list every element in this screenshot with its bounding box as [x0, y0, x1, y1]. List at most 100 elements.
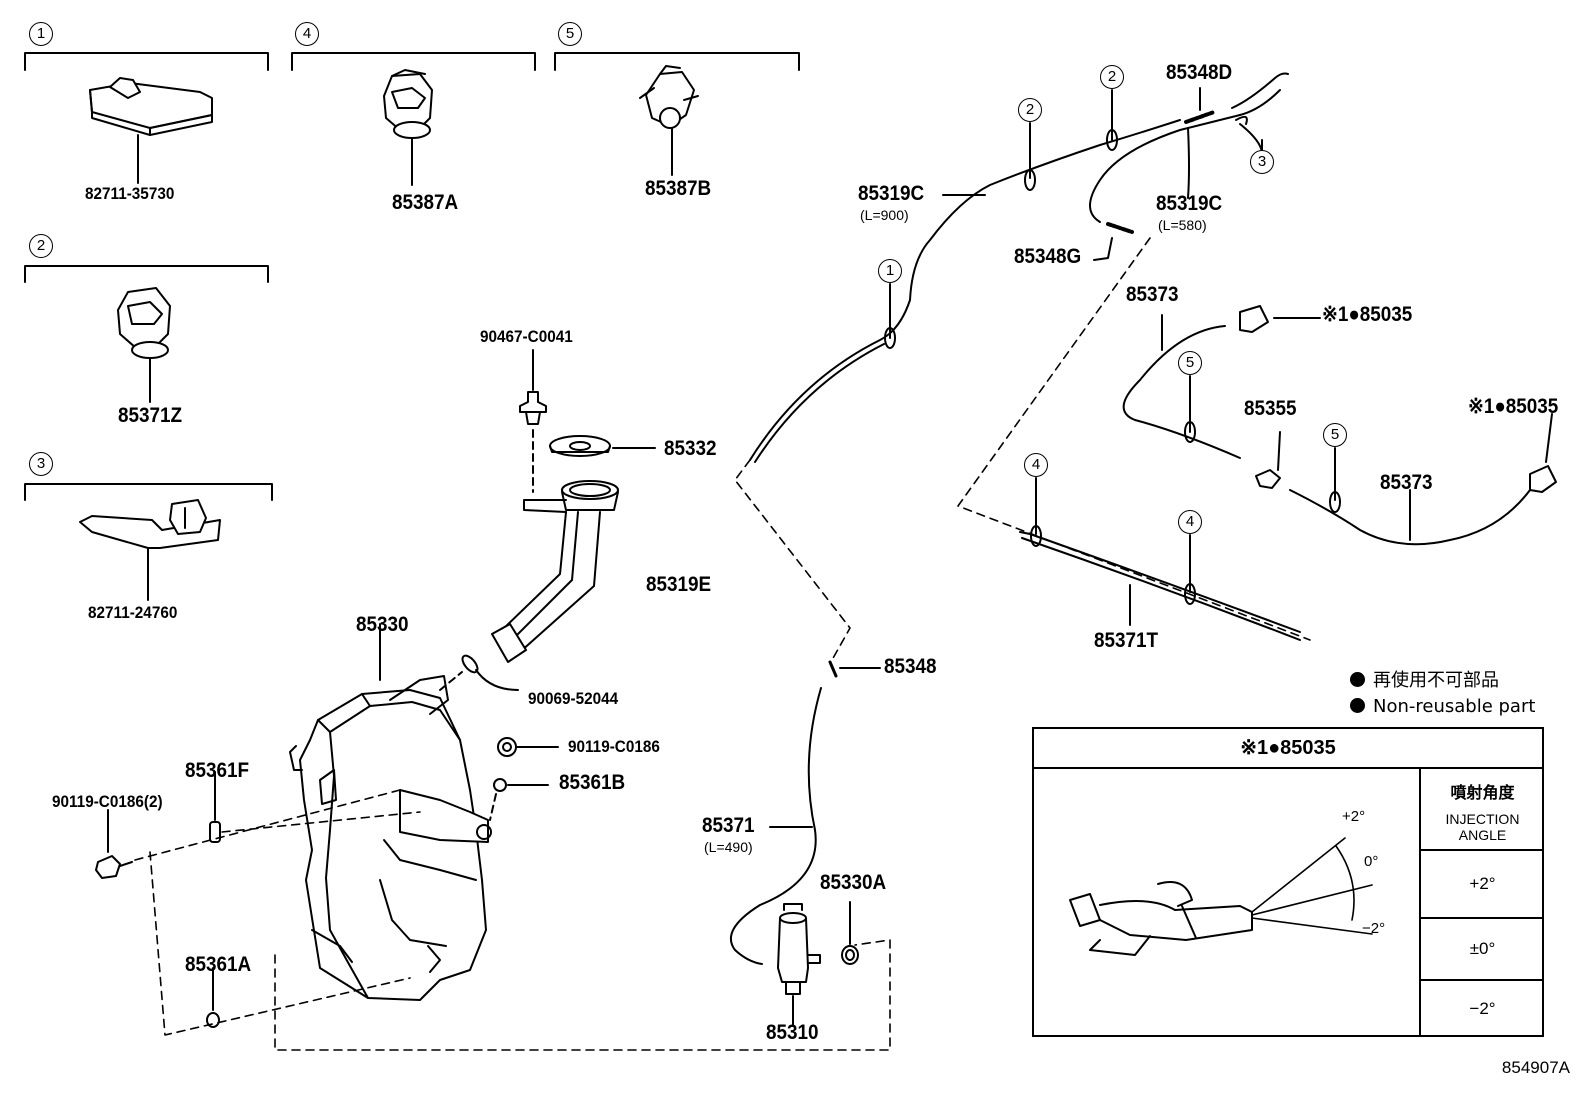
part-length-85319c-long: (L=900): [860, 207, 909, 223]
callout-5-a: 5: [1178, 351, 1202, 375]
hose-85373-lower-icon: [1289, 489, 1531, 546]
filler-pipe-icon: [491, 480, 619, 663]
filler-cap-icon: [549, 435, 656, 457]
injection-angle-header-jp: 噴射角度: [1450, 783, 1515, 802]
callout-2-b: 2: [1100, 65, 1124, 89]
injection-angle-row-2: ±0°: [1421, 917, 1544, 979]
legend-en: Non-reusable part: [1350, 698, 1535, 716]
injection-angle-row-3: −2°: [1421, 979, 1544, 1037]
callout-4-a: 4: [1024, 453, 1048, 477]
angle-label-zero: 0°: [1364, 853, 1379, 870]
part-label-85319e: 85319E: [646, 573, 712, 596]
bushing-a-icon: [206, 967, 220, 1028]
callout-4-b: 4: [1178, 510, 1202, 534]
part-label-85310: 85310: [766, 1021, 819, 1044]
filled-dot-icon: [1350, 698, 1365, 713]
part-label-82711-24760: 82711-24760: [88, 603, 178, 622]
clip-bracket-icon: [89, 77, 213, 184]
washer-tank-icon: [289, 623, 492, 1001]
route-dash-lines: [734, 237, 1311, 661]
injection-angle-drawing: [1069, 837, 1373, 956]
part-label-85330: 85330: [356, 613, 409, 636]
part-label-90119-c0186-2: 90119-C0186(2): [52, 792, 163, 811]
hose-clip-rings: [884, 129, 1341, 605]
angle-label-plus2: +2°: [1342, 808, 1366, 825]
nozzle-lower-icon: [1529, 413, 1557, 493]
injection-angle-header-en-2: ANGLE: [1458, 827, 1507, 843]
part-label-90119-c0186: 90119-C0186: [568, 737, 660, 756]
part-label-85319c-short: 85319C: [1156, 192, 1223, 215]
part-label-90069: 90069-52044: [528, 689, 619, 708]
part-label-85348: 85348: [884, 655, 937, 678]
part-label-85330a: 85330A: [820, 871, 887, 894]
washer-pump-icon: [777, 903, 821, 1027]
o-ring-icon: [439, 654, 519, 691]
part-label-85319c-long: 85319C: [858, 182, 925, 205]
part-label-85035-lower: ※1●85035: [1468, 395, 1559, 418]
part-label-90467: 90467-C0041: [480, 327, 573, 346]
part-label-85361f: 85361F: [185, 759, 250, 782]
part-label-85373-upper: 85373: [1126, 283, 1179, 306]
clip-plate-icon: [79, 499, 221, 601]
callout-3: 3: [1250, 150, 1274, 174]
joint-85348-icon: [828, 660, 881, 678]
part-label-85371t: 85371T: [1094, 629, 1159, 652]
push-clip-icon: [519, 349, 547, 493]
hose-85319c-long-icon: [749, 119, 1181, 463]
hose-85371t-icon: [1019, 531, 1301, 641]
callout-2-a: 2: [1018, 98, 1042, 122]
part-label-85348g: 85348G: [1014, 245, 1082, 268]
angle-label-minus2: −2°: [1362, 920, 1386, 937]
legend-en-text: Non-reusable part: [1373, 696, 1536, 717]
injection-angle-header: 噴射角度 INJECTION ANGLE: [1421, 769, 1544, 849]
part-label-85361a: 85361A: [185, 953, 252, 976]
injection-angle-column: 噴射角度 INJECTION ANGLE +2° ±0° −2°: [1419, 769, 1544, 1035]
joint-85348d-icon: [1184, 87, 1216, 124]
hose-85319c-short-icon: [1089, 72, 1289, 223]
hose-85373-upper-icon: [1122, 314, 1241, 459]
nozzle-upper-icon: [1239, 305, 1321, 333]
part-label-85348d: 85348D: [1166, 61, 1233, 84]
inset-key-2: 2: [29, 234, 53, 258]
injection-angle-table: ※1●85035 噴射角度 INJECTION ANGLE +2° ±0° −2…: [1032, 727, 1544, 1037]
part-label-85371: 85371: [702, 814, 755, 837]
hose-clamp-c-icon: [117, 287, 171, 403]
pump-grommet-icon: [841, 901, 859, 965]
part-label-85035-upper: ※1●85035: [1322, 303, 1413, 326]
part-label-82711-35730: 82711-35730: [85, 184, 175, 203]
joint-85355-icon: [1255, 431, 1281, 489]
inset-key-4: 4: [295, 22, 319, 46]
tank-dash-lines: [134, 789, 891, 1051]
inset-key-3: 3: [29, 452, 53, 476]
injection-box-title: ※1●85035: [1034, 729, 1542, 769]
part-label-85373-lower: 85373: [1380, 471, 1433, 494]
injection-angle-header-en-1: INJECTION: [1445, 811, 1520, 827]
part-label-85387b: 85387B: [645, 177, 712, 200]
hose-clamp-icon: [383, 69, 433, 186]
bushing-b-icon: [489, 778, 549, 821]
callout-1: 1: [878, 259, 902, 283]
part-length-85371: (L=490): [704, 839, 753, 855]
inset-key-1: 1: [29, 22, 53, 46]
injection-angle-row-1: +2°: [1421, 849, 1544, 917]
bolt-icon: [95, 809, 133, 879]
inset-key-5: 5: [558, 22, 582, 46]
grommet-icon: [497, 737, 559, 757]
part-label-85387a: 85387A: [392, 191, 459, 214]
legend-jp-text: 再使用不可部品: [1373, 670, 1499, 691]
part-label-85371z: 85371Z: [118, 404, 183, 427]
hose-clamp-b-icon: [639, 65, 699, 176]
legend-jp: 再使用不可部品: [1350, 672, 1499, 690]
joint-85348g-icon: [1093, 222, 1134, 261]
inset-brackets: [24, 52, 800, 501]
clip-3-icon: [1235, 115, 1263, 153]
hose-85371-icon: [730, 687, 822, 965]
filled-dot-icon: [1350, 672, 1365, 687]
part-label-85332: 85332: [664, 437, 717, 460]
figure-id: 854907A: [1501, 1058, 1570, 1077]
bushing-f-icon: [209, 771, 221, 843]
part-label-85361b: 85361B: [559, 771, 626, 794]
part-label-85355: 85355: [1244, 397, 1297, 420]
